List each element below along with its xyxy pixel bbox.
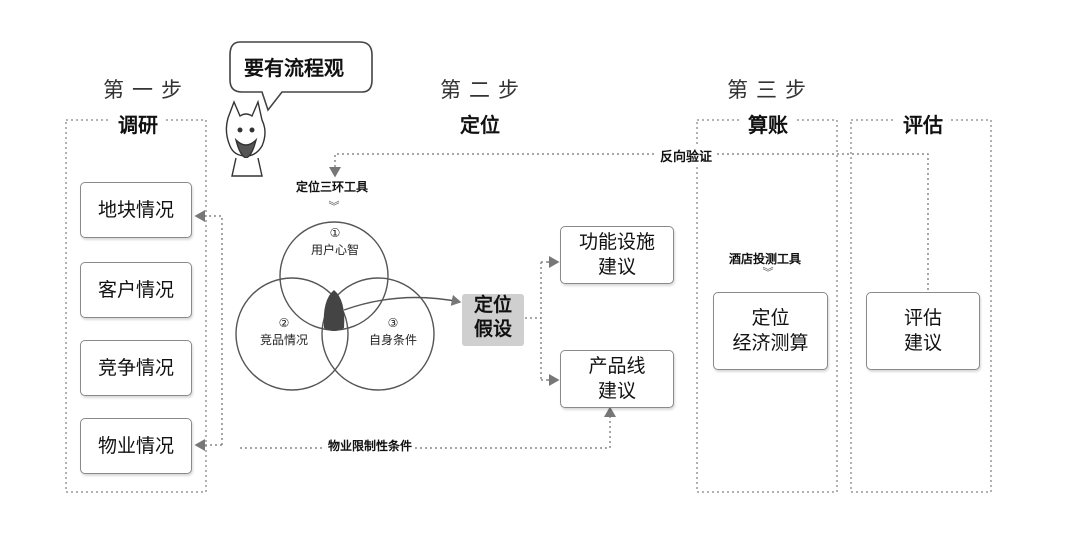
- column-title-evaluation: 评估: [895, 109, 951, 138]
- circle-own-conditions: [321, 277, 435, 391]
- circle-number: ②: [278, 316, 290, 330]
- hypothesis-line-1: 定位: [473, 294, 512, 316]
- circle-number: ③: [387, 316, 399, 330]
- step-label-3: 第三步: [727, 78, 814, 102]
- circle-label-own-conditions: ③ 自身条件: [358, 315, 428, 349]
- positioning-hypothesis: 定位 假设: [462, 294, 524, 346]
- circle-text: 自身条件: [368, 332, 417, 347]
- research-card-property: 物业情况: [80, 418, 192, 474]
- venn-intersection: [323, 290, 345, 331]
- arrow-to-hypothesis: [343, 294, 462, 311]
- column-title-research: 调研: [110, 109, 166, 138]
- accounting-card: 定位 经济测算: [713, 292, 828, 370]
- positioning-tool-label: 定位三环工具: [293, 178, 372, 195]
- research-card-customer: 客户情况: [80, 262, 192, 318]
- venn-diagram: [235, 221, 462, 391]
- card-line: 评估: [903, 307, 942, 330]
- card-line: 产品线: [588, 355, 646, 378]
- card-line: 经济测算: [732, 332, 809, 354]
- column-title-positioning: 定位: [452, 109, 508, 138]
- step-label-1: 第一步: [103, 78, 190, 102]
- chevron-down-icon: ︾: [763, 266, 774, 279]
- speech-bubble: [229, 41, 373, 112]
- circle-number: ①: [329, 226, 341, 240]
- feedback-loop-line: [329, 153, 929, 300]
- output-card-product-line: 产品线 建议: [560, 350, 674, 408]
- chevron-down-icon: ︾: [329, 200, 340, 213]
- circle-text: 用户心智: [310, 242, 359, 257]
- evaluation-card: 评估 建议: [866, 292, 980, 370]
- step-label-2: 第二步: [440, 78, 527, 102]
- circle-label-competitors: ② 竞品情况: [249, 315, 319, 349]
- column-title-accounting: 算账: [740, 109, 796, 138]
- circle-label-user-mind: ① 用户心智: [305, 225, 365, 259]
- card-line: 建议: [903, 332, 942, 354]
- output-card-facilities: 功能设施 建议: [560, 226, 674, 284]
- feedback-label: 反向验证: [657, 146, 716, 165]
- circle-competitors: [235, 277, 349, 391]
- research-card-competition: 竞争情况: [80, 340, 192, 396]
- research-card-land: 地块情况: [80, 182, 192, 238]
- mascot-icon: [225, 99, 266, 177]
- circle-text: 竞品情况: [259, 332, 308, 347]
- bubble-text: 要有流程观: [244, 56, 344, 80]
- card-line: 建议: [597, 256, 636, 278]
- accounting-tool-label: 酒店投测工具: [726, 250, 805, 267]
- card-line: 定位: [751, 307, 790, 330]
- card-line: 建议: [597, 380, 636, 402]
- card-line: 功能设施: [578, 231, 655, 254]
- constraint-label: 物业限制性条件: [325, 437, 416, 454]
- hypothesis-line-2: 假设: [473, 317, 512, 340]
